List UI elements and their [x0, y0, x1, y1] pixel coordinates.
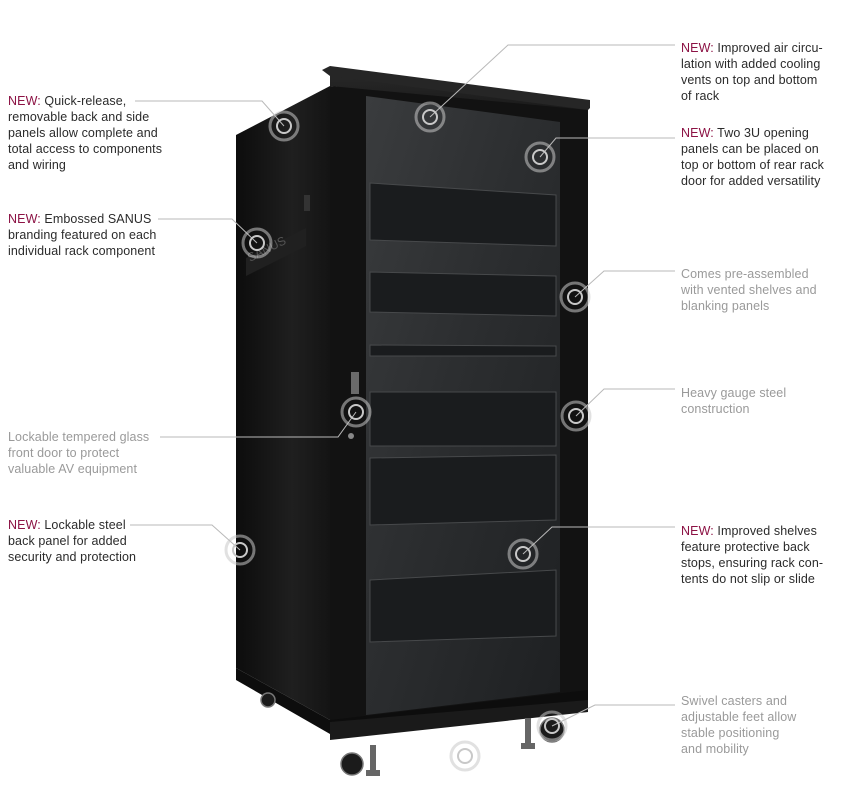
callout-lockable-back-panel: NEW: Lockable steel back panel for added…	[8, 518, 137, 564]
callout-swivel-casters: Swivel casters and adjustable feet allow…	[681, 694, 797, 756]
callout-air-circulation: NEW: Improved air circu- lation with add…	[681, 41, 823, 103]
callout-heavy-gauge-steel: Heavy gauge steel construction	[681, 386, 787, 416]
callout-pre-assembled: Comes pre-assembled with vented shelves …	[681, 267, 817, 313]
callout-opening-panels: NEW: Two 3U opening panels can be placed…	[681, 126, 824, 188]
door-lock	[348, 433, 354, 439]
callout-quick-release-panels: NEW: Quick-release, removable back and s…	[8, 94, 163, 172]
callout-embossed-branding: NEW: Embossed SANUS branding featured on…	[8, 212, 157, 258]
door-handle	[351, 372, 359, 394]
callout-lockable-glass-door: Lockable tempered glass front door to pr…	[8, 430, 150, 476]
callout-improved-shelves: NEW: Improved shelves feature protective…	[681, 524, 824, 586]
side-panel	[236, 86, 330, 720]
target-rings	[224, 101, 592, 772]
adjustable-feet	[366, 718, 535, 776]
shelves	[369, 182, 557, 643]
base	[236, 668, 588, 734]
